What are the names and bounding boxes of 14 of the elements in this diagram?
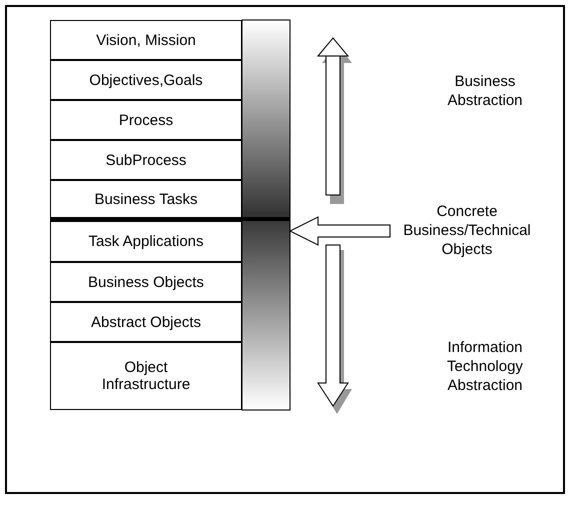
side-label: Information Technology Abstraction [446, 338, 524, 395]
layer-box: Process [50, 100, 242, 140]
layer-box: Task Applications [50, 221, 242, 262]
block-arrow [288, 216, 390, 246]
layer-box: Objectives,Goals [50, 60, 242, 100]
layer-box: SubProcess [50, 140, 242, 180]
gradient-bar [242, 20, 290, 410]
layer-box: Business Tasks [50, 180, 242, 218]
layer-box: Vision, Mission [50, 20, 242, 60]
layer-box: Business Objects [50, 262, 242, 302]
layer-box: Abstract Objects [50, 302, 242, 342]
layer-box: Object Infrastructure [50, 342, 242, 410]
side-text: Concrete Business/Technical Objects [392, 202, 542, 259]
side-label: Business Abstraction [446, 72, 524, 110]
